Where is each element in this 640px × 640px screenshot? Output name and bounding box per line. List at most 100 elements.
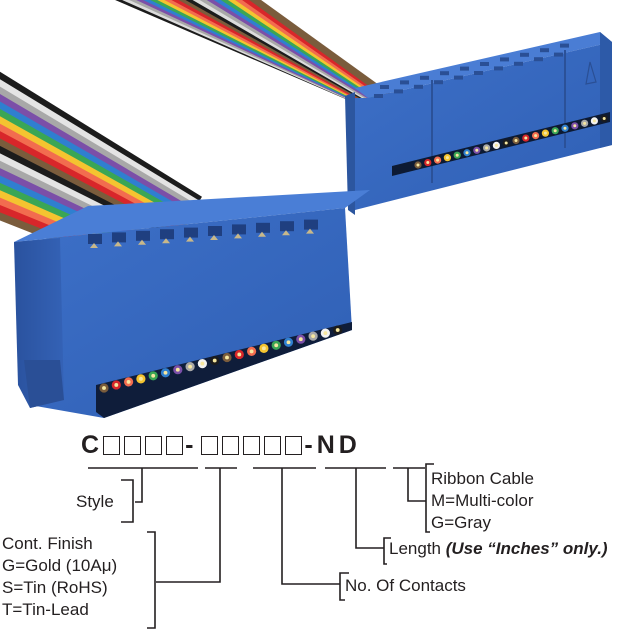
length-label: Length [389,539,441,558]
contact-slot [280,221,294,232]
part-number-separator-1: - [185,430,194,459]
wire-end-conductor [563,126,567,130]
wire-end-conductor [311,334,316,339]
contact-hole [420,75,429,80]
wire-end-conductor [212,358,217,363]
contact-hole [560,43,569,48]
wire-end-conductor [286,340,291,345]
wire [0,86,198,212]
label-style: Style [76,492,114,511]
part-number-group-contacts-length-cable [201,435,303,455]
contact-hole [554,52,563,57]
contact-hole [440,71,449,76]
wire-end-conductor [573,124,577,128]
wire-end-conductor [151,373,156,378]
wire-end-conductor [445,156,449,160]
label-no-of-contacts: No. Of Contacts [345,576,466,595]
product-illustration [0,0,612,418]
contact-hole [380,85,389,89]
wire-end-conductor [534,134,538,138]
wire-end-conductor [426,161,430,165]
contact-hole [434,80,443,85]
wire-end-conductor [465,151,469,155]
contact-slot [88,234,102,244]
contact-hole [460,66,469,71]
wire [0,101,193,220]
part-number-group1-box [145,435,163,455]
cont-finish-option-tin-lead: T=Tin-Lead [2,600,89,619]
wire-end-conductor [102,386,106,390]
contact-hole [474,71,483,75]
part-number-group-style-finish [103,435,184,455]
wire-end-conductor [188,364,193,369]
connector-left-contact-slots [88,219,318,248]
contact-hole [514,61,523,66]
wire-end-conductor [335,328,340,332]
wire-end-conductor [504,141,508,145]
part-number-group1-box [103,435,121,455]
contact-hole [520,52,529,57]
contact-slot [304,219,318,230]
part-number-group2-box [264,435,282,455]
wire-end-conductor [175,367,180,372]
cont-finish-option-gold: G=Gold (10Aμ) [2,556,118,575]
wire-end-conductor [126,379,131,384]
connector-right-wire-ends [414,114,608,169]
connector-right [345,32,612,215]
ribbon-cable-option-multicolor: M=Multi-color [431,491,534,510]
contact-hole [494,66,503,71]
wire-end-conductor [225,355,229,360]
contact-slot [136,230,150,241]
connector-left [14,190,370,418]
wire-end-conductor [485,146,489,150]
contact-slot-pin [186,236,194,242]
contact-slot-pin [114,241,122,247]
contact-slot [256,222,270,233]
part-number-prefix: C [81,430,100,459]
contact-hole [414,84,423,89]
wire-end-conductor [475,148,479,152]
label-cont-finish: Cont. Finish G=Gold (10Aμ) S=Tin (RoHS) … [2,533,117,621]
wire-end-conductor [455,153,459,157]
wire-end-conductor [114,383,119,387]
wire-end-conductor [602,116,606,120]
wire [0,71,202,204]
ribbon-cable-heading: Ribbon Cable [431,469,535,488]
part-number: C - - ND [81,428,361,462]
wire-end-conductor [138,376,143,381]
contact-hole [480,62,489,66]
contact-slot [232,224,246,235]
connector-right-contact-holes [374,43,569,98]
label-length: Length (Use “Inches” only.) [389,538,608,560]
part-number-group2-box [243,435,261,455]
contact-slot-pin [234,233,242,239]
wire-end-conductor [592,119,596,123]
part-number-group2-box [285,435,303,455]
wire-end-conductor [436,158,440,162]
wire-end-conductor [583,121,587,125]
wire-end-conductor [237,352,242,357]
wire-end-conductor [553,129,557,133]
contact-hole [454,75,463,80]
wire-end-conductor [323,331,328,336]
part-number-group2-box [222,435,240,455]
ribbon-cable-option-gray: G=Gray [431,513,491,532]
contact-hole [540,48,549,53]
cont-finish-option-tin: S=Tin (RoHS) [2,578,108,597]
contact-hole [534,57,543,62]
wire [0,79,200,208]
part-number-separator-2: - [304,430,313,459]
wire-end-conductor [261,346,266,351]
part-number-group1-box [166,435,184,455]
wire-end-conductor [298,337,303,342]
wire-end-conductor [494,143,498,147]
wire-end-conductor [274,343,279,348]
part-number-leader-lines [88,463,434,629]
contact-slot-pin [90,243,98,248]
contact-slot-pin [258,231,266,237]
wire-end-conductor [543,131,547,135]
contact-slot-pin [306,228,314,234]
wire [0,108,191,224]
wire [0,94,196,216]
contact-slot-pin [210,235,218,240]
